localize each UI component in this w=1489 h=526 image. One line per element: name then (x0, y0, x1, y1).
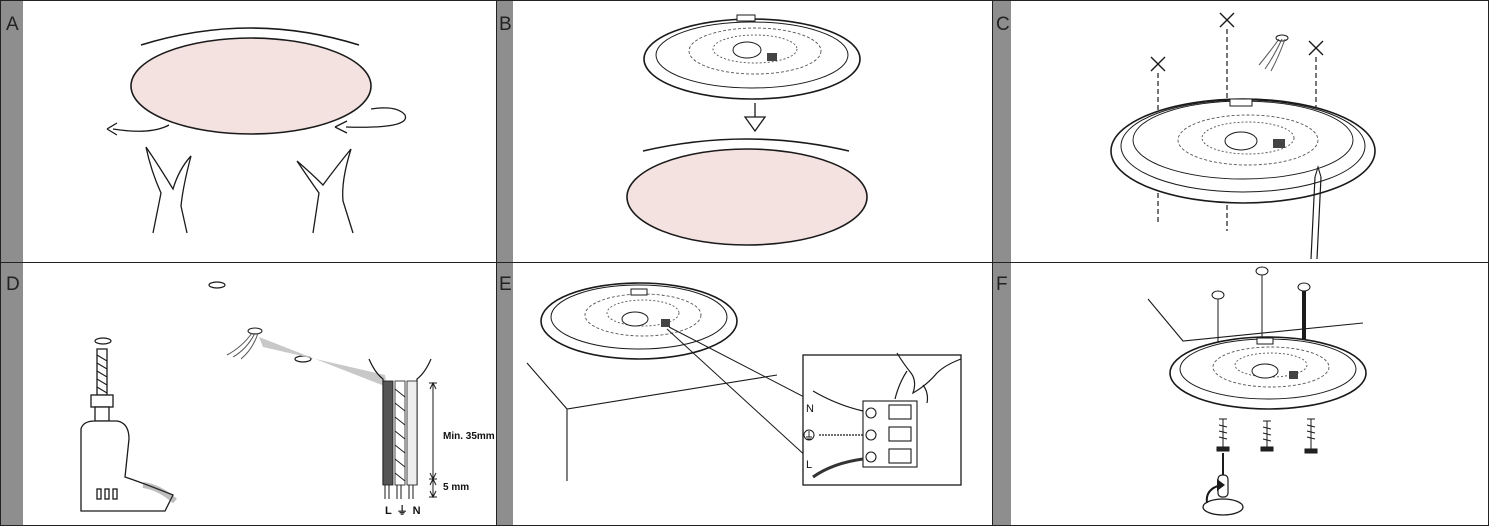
led-ring (1212, 346, 1330, 388)
panel-c-drawing (1110, 12, 1376, 260)
min-length-label: Min. 35mm (443, 431, 495, 442)
magnifier-beam (259, 337, 387, 387)
driver-dome (1224, 131, 1258, 151)
wire-l (812, 457, 864, 479)
panel-b-letter: B (499, 14, 512, 35)
hand-left (145, 146, 192, 234)
panel-a-strip (1, 1, 23, 262)
terminal-connector (862, 400, 918, 468)
panel-b-strip (497, 1, 513, 262)
led-ring (688, 27, 822, 75)
mount-bracket (736, 14, 756, 22)
rotation-icon (1202, 498, 1244, 516)
panel-c: C (993, 0, 1489, 263)
stripped-conductors (384, 485, 414, 499)
panel-e-letter: E (499, 274, 512, 295)
mark-x-right (1308, 40, 1324, 56)
panel-a-drawing (106, 27, 407, 234)
panel-f-drawing (1147, 266, 1367, 516)
cable-sheath (368, 358, 432, 485)
drill (80, 348, 177, 512)
panel-e: E (497, 263, 993, 526)
hand (894, 352, 962, 404)
wire-l (382, 380, 394, 486)
wire-earth (394, 388, 406, 482)
screws (1216, 418, 1318, 454)
panel-b: B (497, 0, 993, 263)
ceiling-corner (1147, 298, 1364, 342)
rotate-arrow-right (345, 107, 407, 128)
panel-d-strip (1, 263, 23, 525)
panel-e-drawing (526, 282, 962, 486)
rotate-arrow-left (112, 124, 170, 132)
panel-c-letter: C (996, 14, 1010, 35)
panel-f-strip (993, 263, 1011, 525)
pencil (1310, 176, 1322, 260)
hand-right (296, 148, 354, 234)
terminal-labels: L ⏚ N (385, 505, 422, 517)
panel-c-strip (993, 1, 1011, 262)
terminal-block (661, 319, 670, 327)
driver-dome (1251, 363, 1279, 379)
ceiling-hole (94, 337, 112, 345)
terminal-n-label: N (806, 403, 814, 415)
panel-a: A (0, 0, 497, 263)
diffuser-cover (626, 148, 868, 246)
led-ring (1177, 114, 1319, 166)
panel-f-letter: F (996, 274, 1008, 295)
diffuser-cover (130, 37, 372, 135)
panel-e-strip (497, 263, 513, 525)
base-plate (1110, 98, 1376, 204)
wall-corner (526, 362, 778, 481)
panel-f: F (993, 263, 1489, 526)
mark-x-left (1150, 56, 1166, 72)
driver-dome (732, 41, 762, 59)
panel-d-drawing (80, 281, 437, 512)
terminal-block (1289, 371, 1298, 379)
ceiling-hole (208, 281, 226, 289)
panel-b-drawing (626, 14, 868, 246)
wire-n (406, 380, 418, 486)
terminal-l-label: L (806, 459, 813, 471)
wall-plugs (1211, 266, 1311, 300)
diffuser-rim (140, 27, 360, 46)
base-plate (643, 18, 861, 100)
terminal-block (1273, 139, 1285, 148)
wire-n (812, 390, 864, 412)
mark-x-center (1219, 12, 1235, 28)
strip-length-label: 5 mm (443, 482, 470, 493)
driver-dome (621, 311, 649, 327)
panel-a-letter: A (6, 14, 19, 35)
terminal-block (767, 53, 777, 61)
panel-d: D (0, 263, 497, 526)
panel-d-letter: D (6, 274, 20, 295)
